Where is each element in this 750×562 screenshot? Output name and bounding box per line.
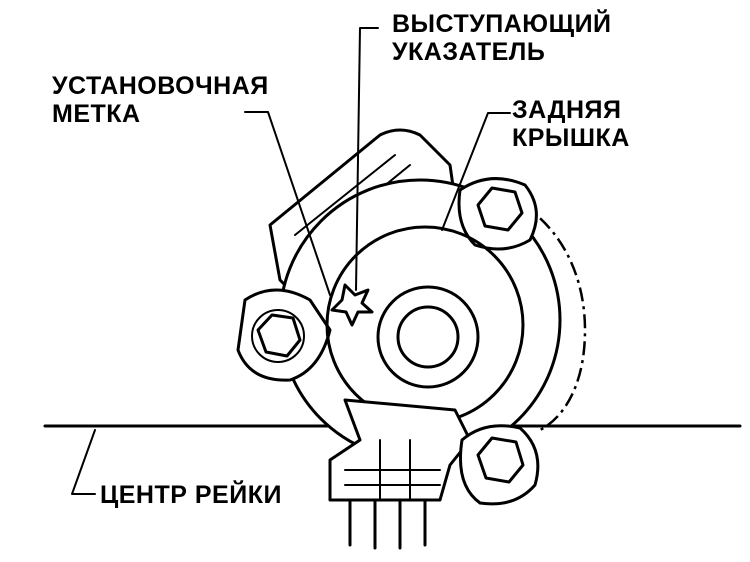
top-right-bolt-hex	[476, 186, 524, 232]
leader-alignment-mark	[244, 111, 331, 296]
left-bolt-circle	[251, 309, 305, 363]
label-protruding-pointer: ВЫСТУПАЮЩИЙ УКАЗАТЕЛЬ	[392, 10, 612, 66]
lower-neck	[328, 398, 472, 502]
shaft-stubs	[348, 498, 427, 550]
lower-neck-details	[344, 439, 441, 501]
left-bolt-hex	[256, 313, 302, 358]
pinion-outer	[376, 285, 480, 389]
leader-rack-center	[71, 429, 96, 495]
label-alignment-mark: УСТАНОВОЧНАЯ МЕТКА	[52, 72, 269, 128]
leader-rear-cover	[441, 112, 511, 231]
label-rack-center: ЦЕНТР РЕЙКИ	[100, 481, 282, 509]
bottom-right-boss	[458, 424, 540, 506]
bottom-right-bolt-hex	[476, 436, 525, 484]
label-rear-cover: ЗАДНЯЯ КРЫШКА	[512, 96, 630, 152]
leader-protruding-pointer	[355, 27, 379, 291]
pinion-inner	[396, 305, 460, 369]
left-boss	[236, 288, 332, 382]
protruding-pointer-star	[330, 283, 374, 327]
